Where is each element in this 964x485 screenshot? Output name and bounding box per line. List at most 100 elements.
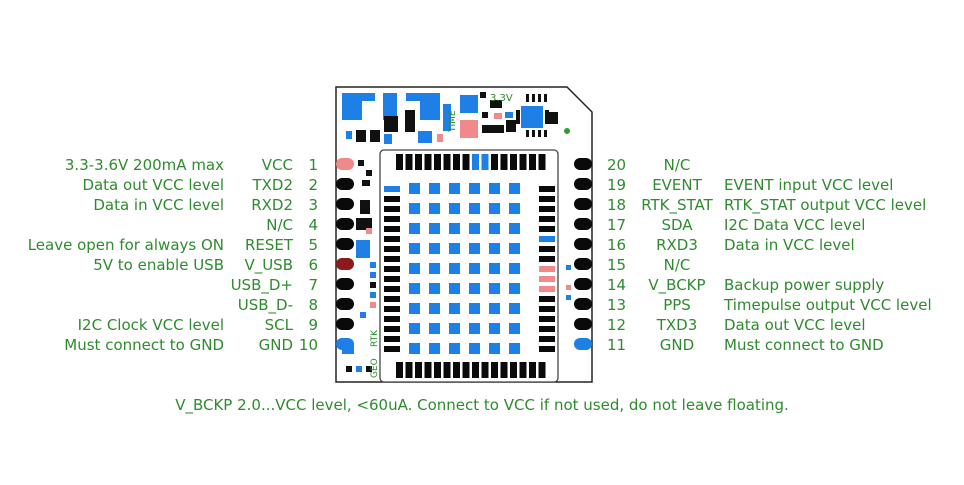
chip-bottom-pad	[462, 362, 470, 378]
left-pad	[336, 158, 354, 170]
chip-grid-pad	[449, 303, 460, 314]
chip-top-pad	[519, 154, 527, 170]
top-black-block	[405, 110, 415, 132]
left-pin-name: GND	[258, 336, 293, 354]
chip-grid-pad	[409, 243, 420, 254]
chip-left-pad	[384, 336, 400, 342]
chip-grid-pad	[489, 323, 500, 334]
top-black-block	[538, 94, 541, 102]
top-black-block	[516, 110, 520, 124]
left-pad	[336, 218, 354, 230]
chip-right-pad	[539, 346, 555, 352]
chip-grid-pad	[509, 283, 520, 294]
left-pin-name: VCC	[261, 156, 293, 174]
small-component	[360, 312, 366, 318]
top-black-block	[490, 100, 502, 108]
top-black-block	[482, 125, 504, 133]
chip-grid-pad	[469, 323, 480, 334]
chip-grid-pad	[469, 283, 480, 294]
top-black-block	[526, 130, 529, 137]
top-black-block	[384, 116, 398, 132]
right-pin-number: 15	[607, 256, 627, 274]
left-pin-number: 8	[308, 296, 318, 314]
chip-grid-pad	[509, 183, 520, 194]
left-pin-desc: Data out VCC level	[82, 176, 224, 194]
top-pink-block	[437, 134, 443, 142]
right-pin-desc: I2C Data VCC level	[724, 216, 866, 234]
chip-grid-pad	[429, 183, 440, 194]
right-pin-number: 16	[607, 236, 627, 254]
right-pad	[574, 238, 592, 250]
chip-left-pad	[384, 216, 400, 222]
top-blue-block	[383, 93, 397, 120]
chip-grid-pad	[409, 183, 420, 194]
chip-top-pad	[529, 154, 536, 170]
chip-right-pad	[539, 336, 555, 342]
right-pin-name: SDA	[661, 216, 693, 234]
left-pad	[336, 298, 354, 310]
left-pin-number: 2	[308, 176, 318, 194]
chip-grid-pad	[429, 283, 440, 294]
left-pin-number: 10	[298, 336, 318, 354]
right-pin-name: GND	[659, 336, 695, 354]
left-pin-number: 7	[308, 276, 318, 294]
small-component	[370, 272, 376, 278]
small-component	[346, 366, 352, 372]
chip-left-pad	[384, 236, 400, 242]
top-blue-block	[420, 93, 440, 120]
left-pin-number: 6	[308, 256, 318, 274]
top-black-block	[506, 120, 516, 132]
chip-grid-pad	[509, 343, 520, 354]
chip-left-pad	[384, 316, 400, 322]
right-pin-name: N/C	[663, 156, 691, 174]
top-black-block	[548, 112, 558, 124]
left-pin-number: 4	[308, 216, 318, 234]
left-pin-desc: I2C Clock VCC level	[77, 316, 224, 334]
top-blue-block	[342, 93, 362, 120]
left-pad	[336, 238, 354, 250]
chip-bottom-pad	[396, 362, 403, 378]
chip-thermal-grid	[409, 183, 520, 354]
top-components: 3.3V TIME	[342, 92, 570, 144]
right-pad	[574, 218, 592, 230]
chip-grid-pad	[449, 323, 460, 334]
chip-grid-pad	[449, 283, 460, 294]
chip-bottom-pad	[424, 362, 432, 378]
right-pin-desc: Timepulse output VCC level	[724, 296, 932, 314]
top-blue-block	[384, 134, 392, 144]
right-pad	[574, 318, 592, 330]
chip-right-pad	[539, 326, 555, 332]
chip-grid-pad	[429, 203, 440, 214]
chip-right-pads	[539, 186, 555, 352]
right-pin-name: EVENT	[652, 176, 702, 194]
small-component	[356, 240, 370, 258]
left-pin-number: 3	[308, 196, 318, 214]
chip-right-pad	[539, 226, 555, 232]
left-pin-desc: Leave open for always ON	[27, 236, 224, 254]
chip-left-pad	[384, 196, 400, 202]
left-pin-name: N/C	[266, 216, 293, 234]
chip-grid-pad	[489, 283, 500, 294]
chip-bottom-pad	[472, 362, 479, 378]
chip-bottom-pad	[405, 362, 413, 378]
left-pin-name: SCL	[264, 316, 293, 334]
chip-left-pad	[384, 286, 400, 292]
top-blue-block	[505, 112, 513, 118]
chip-grid-pad	[449, 223, 460, 234]
chip-grid-pad	[429, 343, 440, 354]
left-side-components: RTK GEO	[342, 160, 380, 378]
top-black-block	[538, 130, 541, 137]
chip-left-pad	[384, 206, 400, 212]
right-pin-name: N/C	[663, 256, 691, 274]
top-black-block	[480, 92, 486, 98]
right-pin-name: PPS	[663, 296, 691, 314]
chip-bottom-pad	[510, 362, 517, 378]
right-accent	[566, 295, 571, 300]
right-pin-desc: Must connect to GND	[724, 336, 884, 354]
chip-grid-pad	[469, 303, 480, 314]
top-black-block	[526, 94, 529, 102]
right-pin-desc: Backup power supply	[724, 276, 885, 294]
right-pin-desc: Data in VCC level	[724, 236, 855, 254]
small-component	[358, 160, 364, 166]
